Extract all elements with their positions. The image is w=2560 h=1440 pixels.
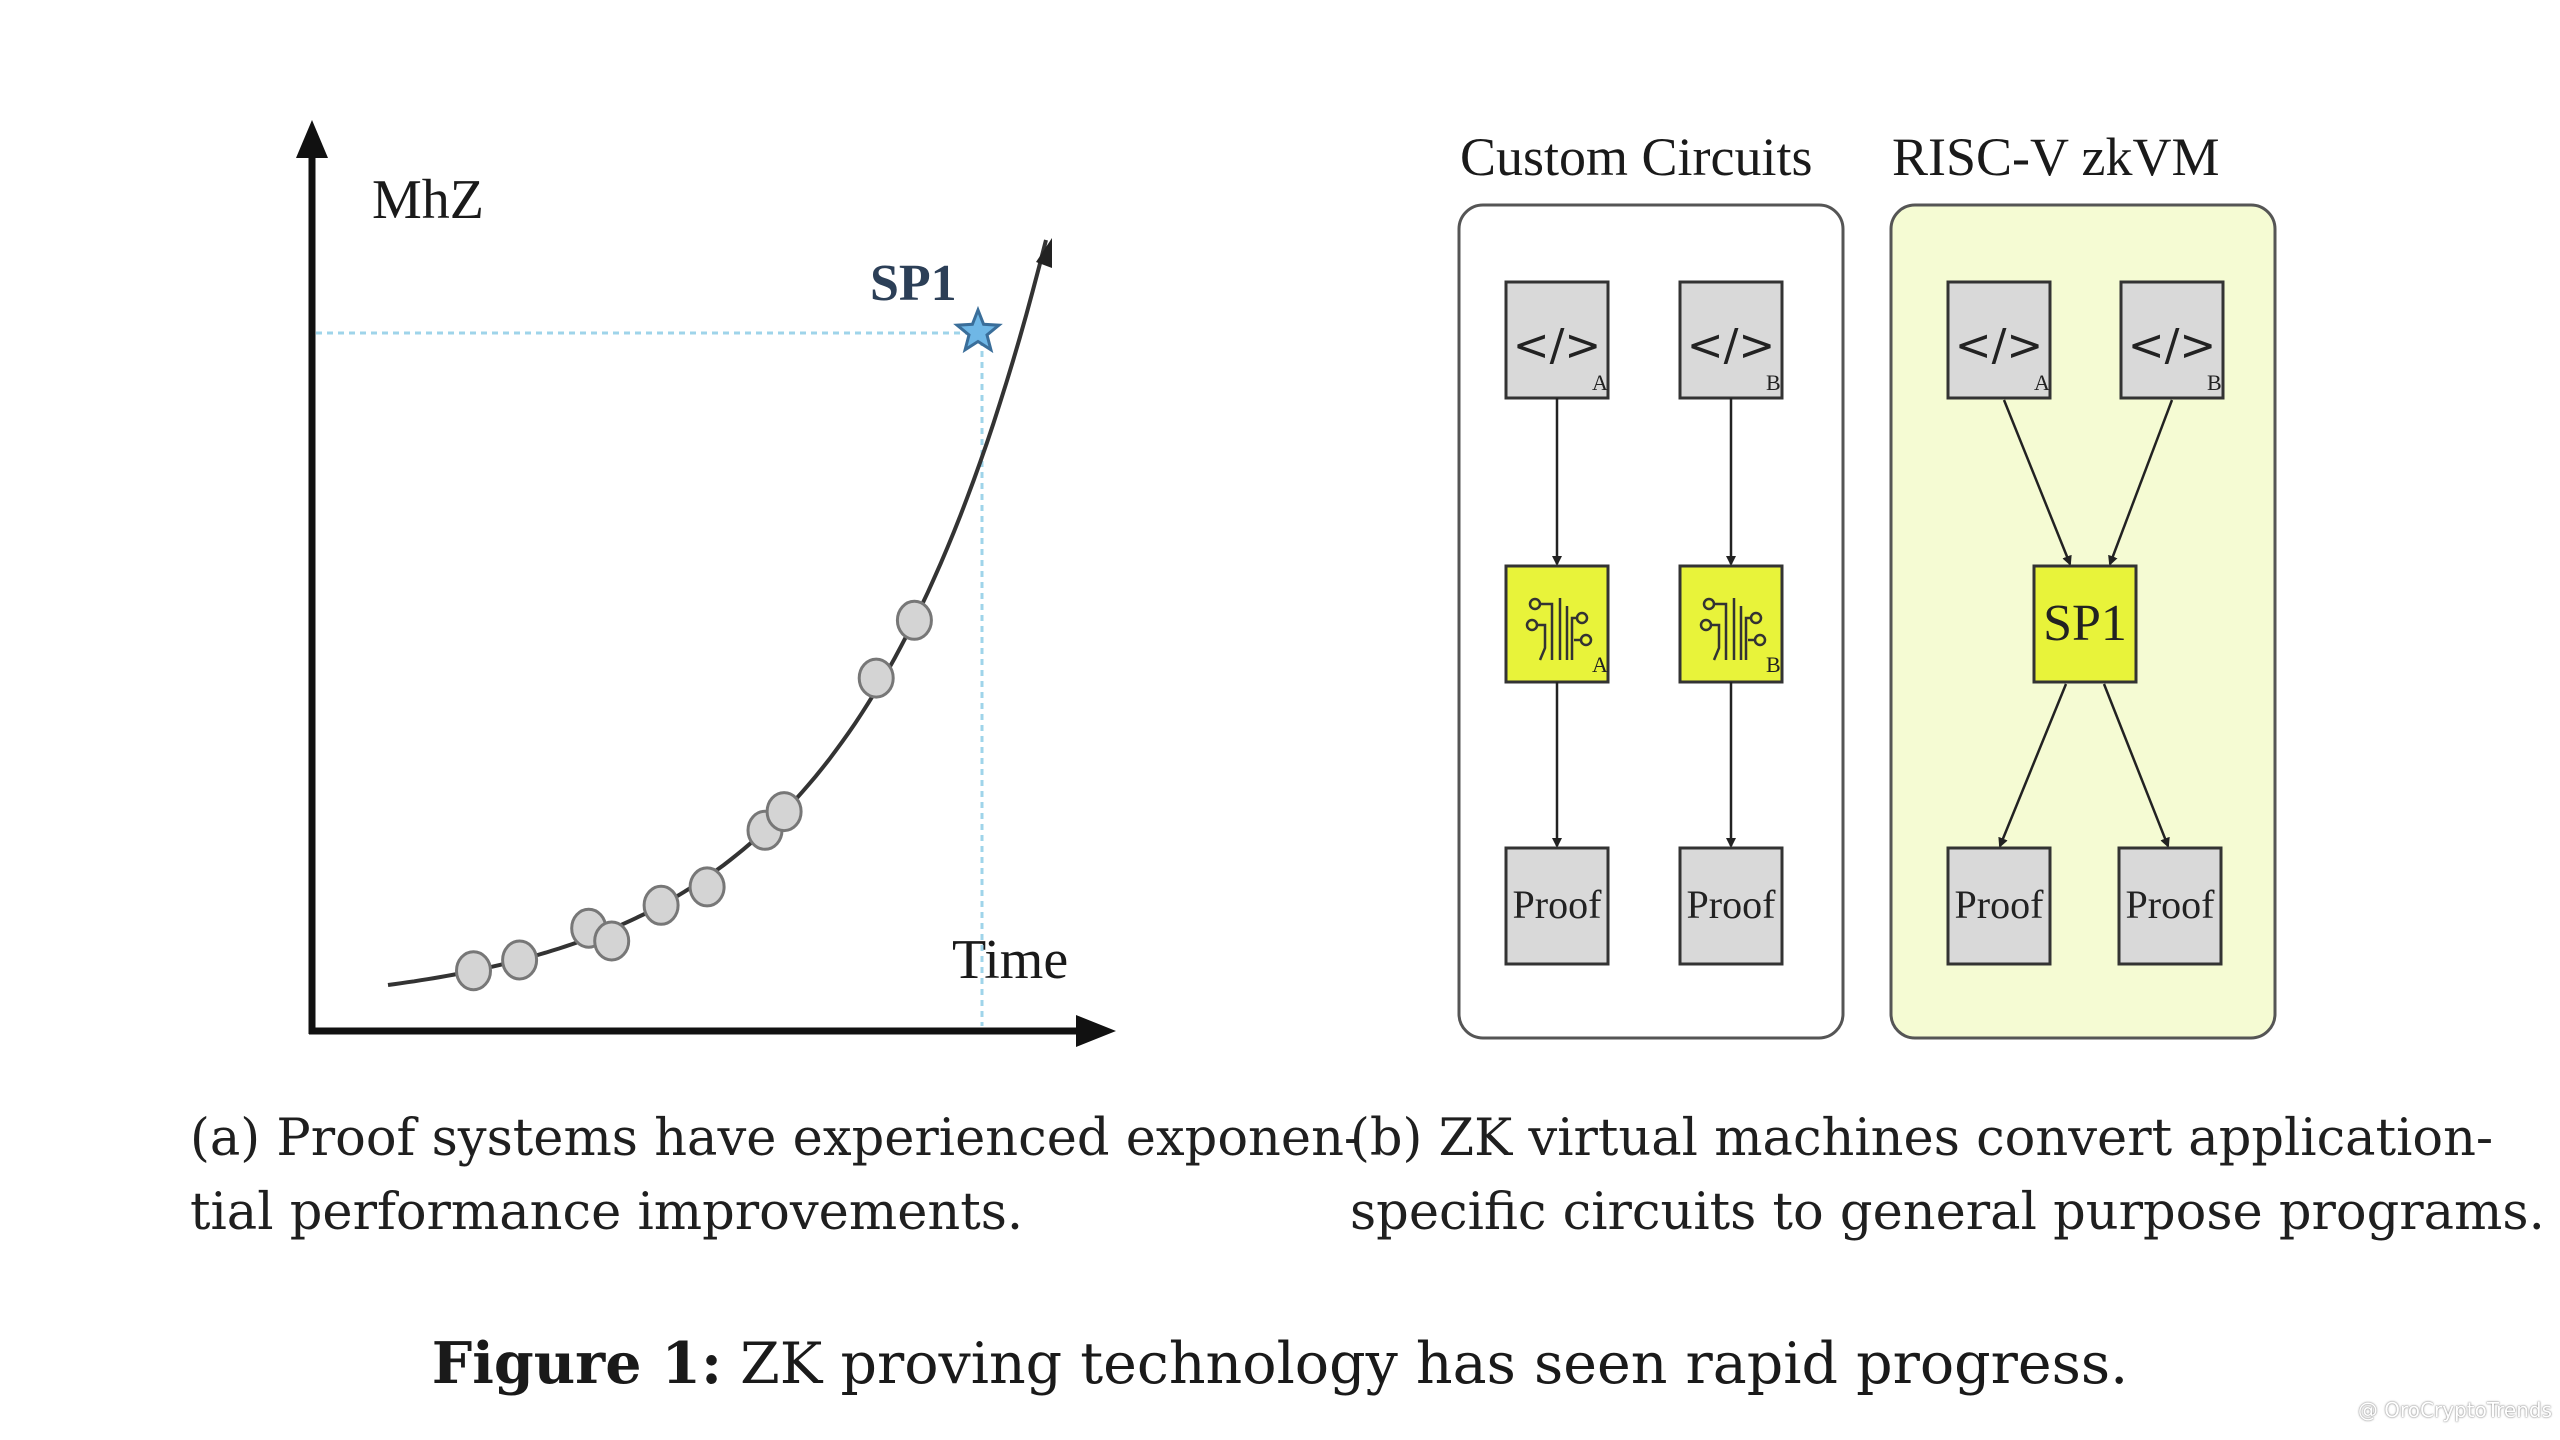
zkvm-proof-label-b: Proof: [2126, 882, 2216, 927]
caption-b-line2: specific circuits to general purpose pro…: [1350, 1183, 2545, 1242]
sub-label-a: A: [1592, 370, 1608, 395]
zkvm-sub-label-b: B: [2207, 370, 2222, 395]
custom-col-b: </> B B Proof: [1678, 280, 1784, 966]
caption-a-line1-text: Proof systems have experienced exponen-: [276, 1109, 1362, 1168]
program-box-b: [1678, 280, 1784, 400]
caption-a-tag: (a): [190, 1109, 261, 1168]
code-icon: </>: [1955, 320, 2044, 371]
data-points: [455, 599, 933, 992]
custom-col-a: </> A A Proof: [1504, 280, 1610, 966]
program-box-a: [1504, 280, 1610, 400]
arrow-sp1-to-proof-b: [2102, 683, 2170, 848]
proof-label-b: Proof: [1687, 882, 1777, 927]
sub-label-a-circuit: A: [1592, 652, 1608, 677]
custom-circuits-title: Custom Circuits: [1460, 127, 1813, 187]
y-axis-label: MhZ: [372, 169, 484, 231]
sp1-zkvm-box: [2032, 564, 2138, 684]
zkvm-proof-label-a: Proof: [1955, 882, 2045, 927]
code-icon: </>: [2128, 320, 2217, 371]
data-point: [501, 939, 539, 981]
watermark: @ OroCryptoTrends: [2357, 1398, 2552, 1422]
sub-label-b-circuit: B: [1766, 652, 1781, 677]
zkvm-proof-box-a: [1946, 846, 2052, 966]
panel-b-diagram: Custom Circuits RISC-V zkVM </> A A: [1457, 127, 2277, 1040]
arrow-program-a-to-sp1: [2002, 399, 2072, 566]
zkvm-group: </> A </> B SP1 Proof Proof: [1946, 280, 2225, 966]
caption-a-line1: (a) Proof systems have experienced expon…: [190, 1102, 1361, 1176]
caption-a: (a) Proof systems have experienced expon…: [190, 1102, 1361, 1250]
circuit-box-b: [1678, 564, 1784, 684]
x-axis-label: Time: [952, 929, 1068, 991]
panel-a-chart: MhZ Time SP1: [296, 120, 1116, 1047]
caption-a-line2: tial performance improvements.: [190, 1183, 1024, 1242]
data-point: [642, 884, 680, 926]
data-point: [455, 950, 492, 992]
y-axis-arrowhead: [296, 120, 328, 158]
sp1-star-marker: [953, 305, 1003, 354]
data-point: [593, 920, 631, 962]
zkvm-proof-box-b: [2117, 846, 2223, 966]
data-point: [857, 657, 895, 699]
figure-caption: Figure 1: ZK proving technology has seen…: [0, 1330, 2560, 1397]
caption-b-line1: (b) ZK virtual machines convert applicat…: [1350, 1102, 2545, 1176]
figure-label: Figure 1:: [431, 1330, 723, 1397]
circuit-icon: [1699, 597, 1767, 661]
x-axis-arrowhead: [1076, 1015, 1116, 1047]
data-point: [765, 791, 803, 833]
proof-label-a: Proof: [1513, 882, 1603, 927]
arrow-sp1-to-proof-a: [1998, 683, 2068, 848]
trend-curve-arrowhead: [1036, 238, 1052, 268]
zkvm-sub-label-a: A: [2034, 370, 2050, 395]
code-icon: </>: [1687, 320, 1776, 371]
sp1-zkvm-label: SP1: [2043, 595, 2127, 652]
zkvm-program-box-b: [2119, 280, 2225, 400]
figure-caption-text: ZK proving technology has seen rapid pro…: [740, 1331, 2129, 1397]
arrow-program-b-to-sp1: [2108, 399, 2174, 566]
riscv-zkvm-title: RISC-V zkVM: [1892, 127, 2220, 187]
data-point: [688, 866, 726, 908]
sub-label-b: B: [1766, 370, 1781, 395]
circuit-icon: [1525, 597, 1593, 661]
caption-b-line1-text: ZK virtual machines convert application-: [1438, 1109, 2494, 1168]
data-point: [895, 599, 933, 641]
code-icon: </>: [1513, 320, 1602, 371]
caption-b-tag: (b): [1350, 1109, 1423, 1168]
proof-box-b: [1678, 846, 1784, 966]
custom-circuits-frame: [1457, 203, 1845, 1040]
sp1-highlight-label: SP1: [870, 255, 957, 312]
zkvm-program-box-a: [1946, 280, 2052, 400]
caption-b: (b) ZK virtual machines convert applicat…: [1350, 1102, 2545, 1250]
proof-box-a: [1504, 846, 1610, 966]
